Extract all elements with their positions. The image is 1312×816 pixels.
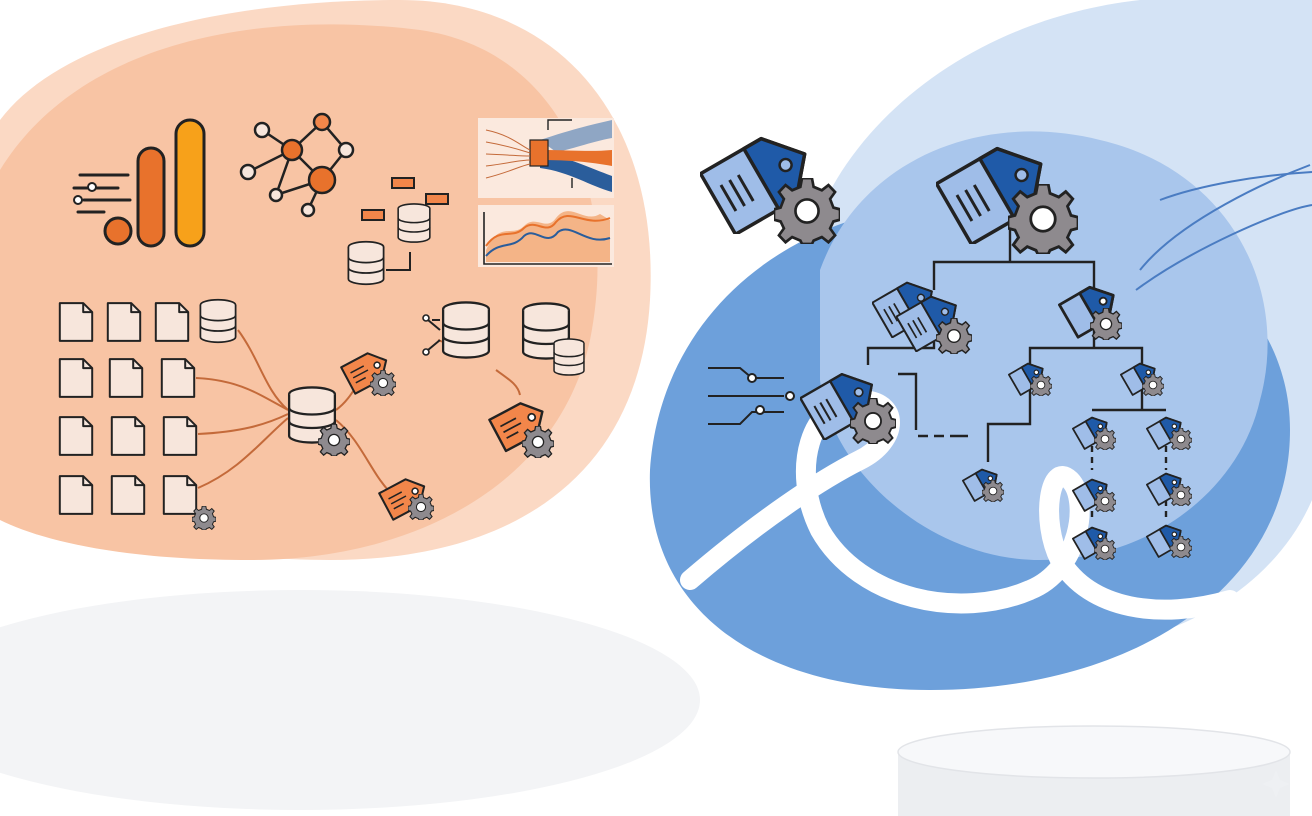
database-icon — [441, 301, 491, 359]
gear-icon — [1094, 490, 1116, 512]
gear-icon — [1170, 428, 1192, 450]
gear-icon — [192, 506, 216, 530]
document-icon — [154, 302, 190, 342]
white-ribbon — [680, 389, 1240, 620]
gear-icon — [1030, 374, 1052, 396]
document-icon — [110, 416, 146, 456]
gear-icon — [1094, 538, 1116, 560]
pedestal-shadow — [0, 590, 700, 810]
document-icon — [108, 358, 144, 398]
document-icon — [58, 416, 94, 456]
document-icon — [162, 416, 198, 456]
gear-icon — [522, 426, 554, 458]
gear-icon — [1008, 184, 1078, 254]
sankey-chart-icon — [478, 118, 614, 198]
document-icon — [58, 358, 94, 398]
gear-icon — [1170, 536, 1192, 558]
scribble-lines — [1135, 164, 1312, 291]
database-stack-icon — [347, 177, 449, 286]
network-graph-icon — [239, 112, 355, 218]
gear-icon — [774, 178, 840, 244]
gear-icon — [1142, 374, 1164, 396]
pedestal — [897, 725, 1291, 816]
document-icon — [110, 475, 146, 516]
bar-chart-icon — [72, 118, 206, 248]
document-icon — [162, 475, 198, 516]
gear-icon — [936, 318, 972, 354]
gear-icon — [1090, 308, 1122, 340]
gear-icon — [850, 398, 896, 444]
database-icon — [553, 338, 585, 376]
gear-icon — [1170, 484, 1192, 506]
gear-icon — [1094, 428, 1116, 450]
document-icon — [58, 302, 94, 342]
gear-icon — [318, 424, 350, 456]
line-chart-icon — [478, 205, 614, 267]
database-icon — [199, 298, 237, 344]
gear-icon — [408, 494, 434, 520]
tree-lines — [866, 230, 1168, 520]
gear-icon — [982, 480, 1004, 502]
sparkle-icon — [1262, 770, 1290, 798]
document-icon — [160, 358, 196, 398]
document-icon — [58, 475, 94, 516]
circuit-icon — [708, 367, 795, 425]
blue-blob-mid — [820, 131, 1268, 561]
database-cluster-right — [422, 301, 585, 376]
document-icon — [106, 302, 142, 342]
gear-icon — [370, 370, 396, 396]
